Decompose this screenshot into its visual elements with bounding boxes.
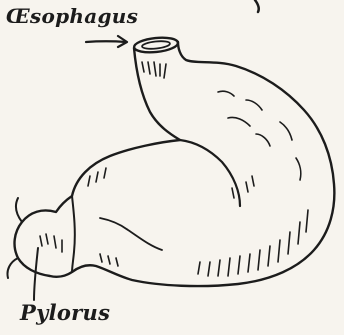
lesser-curvature-fold	[180, 140, 240, 206]
pyloric-constriction	[72, 196, 75, 272]
stomach-shading-hatches	[40, 62, 308, 276]
top-cutoff-stroke	[255, 0, 259, 12]
oesophagus-pointer-arrow	[86, 36, 127, 47]
oesophagus-opening	[133, 36, 178, 55]
pylorus-label: Pylorus	[20, 300, 110, 325]
antrum-fold-line	[100, 218, 162, 250]
oesophagus-label: Œsophagus	[6, 4, 138, 28]
